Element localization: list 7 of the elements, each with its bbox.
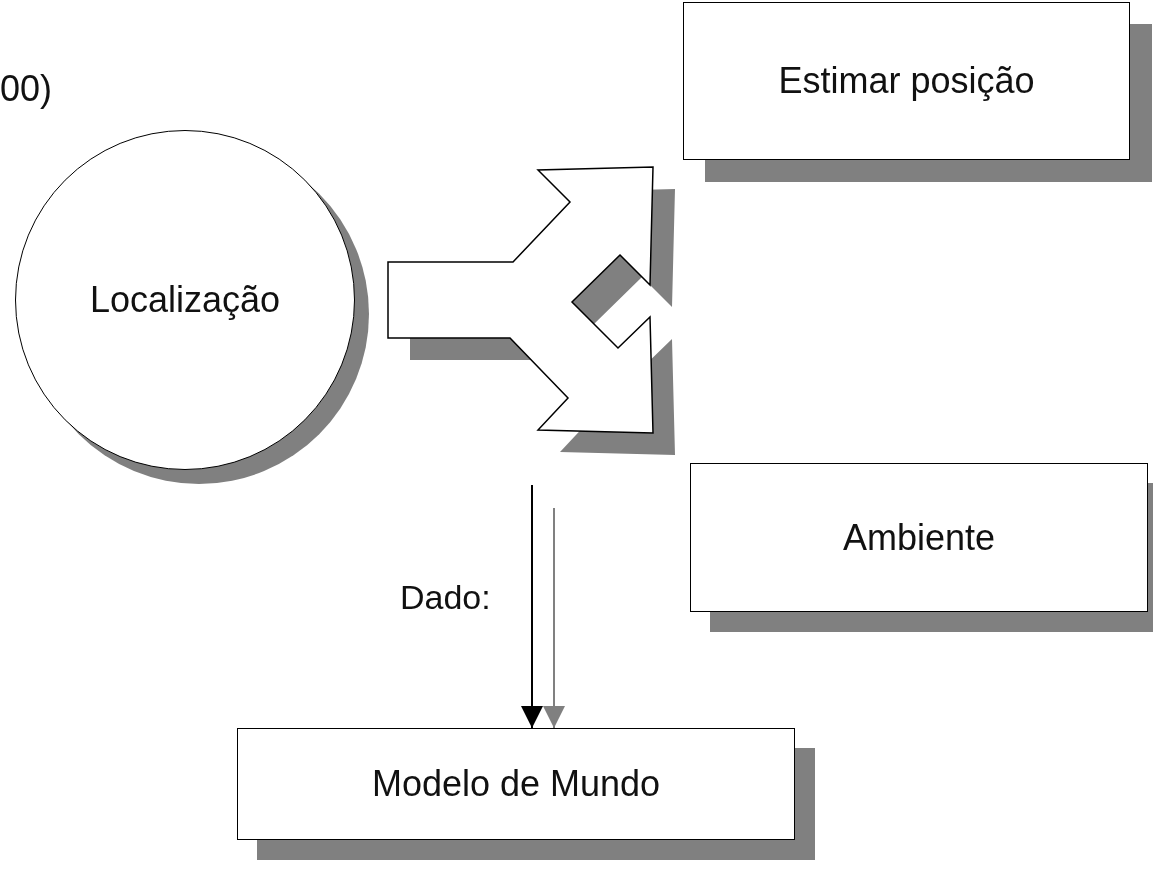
node-label: Estimar posição [778, 60, 1035, 102]
node-label: Modelo de Mundo [371, 763, 661, 805]
node-label: Ambiente [842, 516, 996, 559]
text-label: 00) [0, 68, 53, 110]
node-label: Localização [89, 279, 281, 321]
arrow [543, 507, 565, 729]
arrow [521, 484, 543, 729]
